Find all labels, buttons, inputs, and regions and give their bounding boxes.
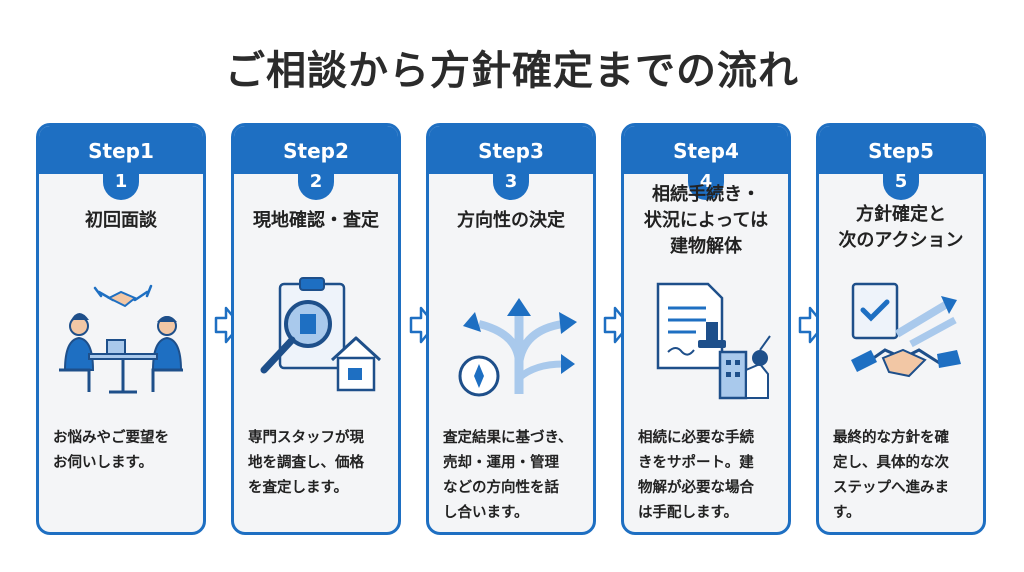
direction-arrows-compass-icon: [458, 298, 577, 397]
step-header: Step3: [429, 126, 593, 174]
handshake-meeting-icon: [59, 284, 183, 394]
step-card-1: Step1 1 初回面談 お悩みやご要望を お伺いします。: [36, 123, 206, 535]
step-number: 5: [883, 170, 919, 200]
step-label: 相続手続き・ 状況によっては 建物解体: [643, 184, 769, 257]
step-description: 相続に必要な手続 きをサポート。建 物解が必要な場合 は手配します。: [638, 430, 754, 521]
step-header: Step1: [39, 126, 203, 174]
step-header: Step2: [234, 126, 398, 174]
step-description: 最終的な方針を確 定し、具体的な次 ステップへ進みま す。: [833, 430, 949, 521]
step-card-5: Step5 5 方針確定と 次のアクション 最終的な方針を確 定し、具体的な次 …: [816, 123, 986, 535]
step-number: 4: [688, 170, 724, 200]
step-number: 2: [298, 170, 334, 200]
step-description: 専門スタッフが現 地を調査し、価格 を査定します。: [248, 430, 364, 496]
step-card-3: Step3 3 方向性の決定 査定結果に基づき、 売却・運用・管理 などの方向性…: [426, 123, 596, 535]
step-label: 現地確認・査定: [253, 210, 379, 231]
step-description: お悩みやご要望を お伺いします。: [53, 430, 169, 471]
step-label: 初回面談: [85, 210, 157, 231]
page-title: ご相談から方針確定までの流れ: [225, 48, 799, 94]
step-number: 1: [103, 170, 139, 200]
step-label: 方向性の決定: [457, 210, 565, 231]
step-header: Step4: [624, 126, 788, 174]
step-description: 査定結果に基づき、 売却・運用・管理 などの方向性を話 し合います。: [443, 430, 573, 521]
step-header: Step5: [819, 126, 983, 174]
inspection-magnifier-house-icon: [260, 277, 382, 392]
step-card-2: Step2 2 現地確認・査定 専門スタッフが現 地を調査し、価格 を査定します…: [231, 123, 401, 535]
checklist-handshake-icon: [851, 282, 961, 378]
document-stamp-demolition-icon: [656, 282, 771, 400]
step-card-4: Step4 4 相続手続き・ 状況によっては 建物解体 相続に必要な手続 きをサ…: [621, 123, 791, 535]
step-label: 方針確定と 次のアクション: [838, 204, 964, 251]
step-number: 3: [493, 170, 529, 200]
